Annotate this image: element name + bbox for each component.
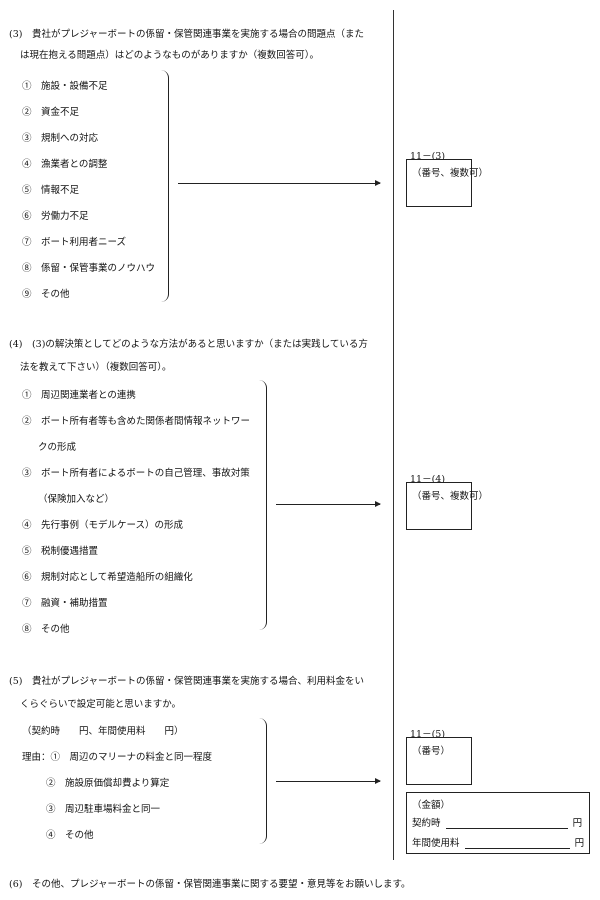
- q5-answer-box[interactable]: （番号）: [406, 737, 472, 785]
- q3-answer-id: 11－(3): [410, 151, 446, 162]
- q4-option-continuation: （保険加入など）: [38, 494, 115, 505]
- q3-arrow: [178, 180, 381, 186]
- q4-brace: [258, 380, 267, 630]
- q5-answer-id: 11－(5): [410, 729, 446, 740]
- q4-option: ⑥ 規制対応として希望造船所の組織化: [22, 572, 193, 583]
- q3-answer-box[interactable]: （番号、複数可）: [406, 159, 488, 207]
- q3-option: ⑤ 情報不足: [22, 185, 80, 196]
- q3-option: ④ 漁業者との調整: [22, 159, 108, 170]
- q4-heading-line1: (4) (3)の解決策としてどのような方法があると思いますか（または実践している…: [9, 339, 368, 350]
- q3-answer-box-label: （番号、複数可）: [412, 168, 489, 179]
- q4-answer-box-label: （番号、複数可）: [412, 491, 489, 502]
- q4-option: ⑧ その他: [22, 624, 70, 635]
- column-divider: [393, 10, 394, 860]
- q5-heading-line1: (5) 貴社がプレジャーボートの係留・保管関連事業を実施する場合、利用料金をい: [9, 676, 364, 687]
- q3-option: ⑨ その他: [22, 289, 70, 300]
- q5-fee-line: （契約時 円、年間使用料 円）: [22, 726, 184, 737]
- q5-amount-box: （金額） 契約時 円 年間使用料 円: [406, 792, 590, 854]
- q5-answer-box-label: （番号）: [412, 746, 451, 757]
- q4-option: ② ボート所有者等も含めた関係者間情報ネットワー: [22, 416, 251, 427]
- contract-fee-unit: 円: [572, 818, 583, 829]
- q4-heading-line2: 法を教えて下さい）（複数回答可）。: [20, 362, 172, 373]
- q4-option: ⑦ 融資・補助措置: [22, 598, 108, 609]
- q5-brace: [258, 718, 267, 844]
- annual-fee-row: 年間使用料 円: [412, 835, 584, 849]
- q3-option: ② 資金不足: [22, 107, 80, 118]
- q5-arrow: [276, 778, 381, 784]
- q4-option: ⑤ 税制優遇措置: [22, 546, 99, 557]
- contract-fee-input[interactable]: [445, 819, 568, 829]
- q3-option: ① 施設・設備不足: [22, 81, 108, 92]
- q5-reason: ④ その他: [46, 830, 94, 841]
- q4-answer-box[interactable]: （番号、複数可）: [406, 482, 488, 530]
- contract-fee-label: 契約時: [412, 818, 441, 829]
- q4-option: ① 周辺関連業者との連携: [22, 390, 136, 401]
- q3-heading-line2: は現在抱える問題点）はどのようなものがありますか（複数回答可）。: [20, 50, 319, 61]
- q6-heading: (6) その他、プレジャーボートの係留・保管関連事業に関する要望・意見等をお願い…: [9, 879, 411, 890]
- q4-option: ③ ボート所有者によるボートの自己管理、事故対策: [22, 468, 250, 479]
- q4-option: ④ 先行事例（モデルケース）の形成: [22, 520, 184, 531]
- q3-option: ⑦ ボート利用者ニーズ: [22, 237, 127, 248]
- q3-brace: [160, 70, 169, 302]
- annual-fee-label: 年間使用料: [412, 838, 460, 849]
- q4-option-continuation: クの形成: [38, 442, 77, 453]
- q5-reason: 理由：① 周辺のマリーナの料金と同一程度: [22, 752, 213, 763]
- q4-arrow: [276, 501, 381, 507]
- q5-reason: ③ 周辺駐車場料金と同一: [46, 804, 161, 815]
- q4-answer-id: 11－(4): [410, 474, 446, 485]
- annual-fee-unit: 円: [574, 838, 585, 849]
- q3-option: ③ 規制への対応: [22, 133, 99, 144]
- annual-fee-input[interactable]: [464, 839, 570, 849]
- q3-option: ⑧ 係留・保管事業のノウハウ: [22, 263, 156, 274]
- q3-option: ⑥ 労働力不足: [22, 211, 89, 222]
- q5-amount-title: （金額）: [412, 800, 451, 811]
- q3-heading-line1: (3) 貴社がプレジャーボートの係留・保管関連事業を実施する場合の問題点（また: [9, 29, 364, 40]
- q5-reason: ② 施設原価償却費より算定: [46, 778, 170, 789]
- contract-fee-row: 契約時 円: [412, 815, 582, 829]
- q5-heading-line2: くらぐらいで設定可能と思いますか。: [20, 699, 182, 710]
